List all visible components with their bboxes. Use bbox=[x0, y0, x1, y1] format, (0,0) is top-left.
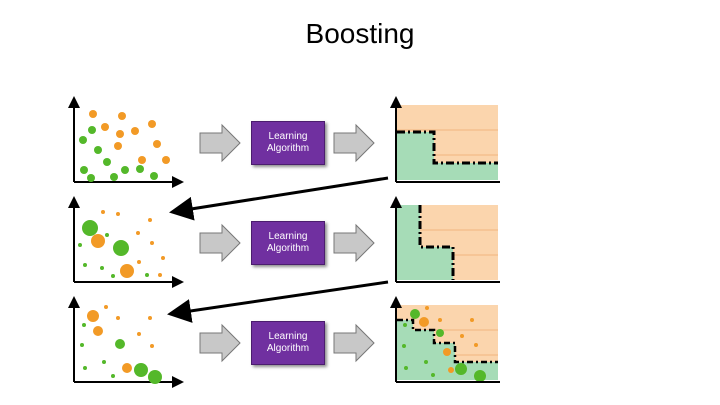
classifier-plot-1 bbox=[390, 96, 500, 183]
process-arrow-1b bbox=[333, 123, 375, 163]
learning-algorithm-line1: Learning bbox=[268, 131, 308, 142]
training-data-plot-3 bbox=[68, 296, 184, 388]
learning-algorithm-line1: Learning bbox=[268, 231, 308, 242]
process-arrow-3a bbox=[199, 323, 241, 363]
fruit-points-2 bbox=[78, 210, 165, 278]
classifier-fruit-points-3 bbox=[402, 306, 486, 382]
learning-algorithm-box-2: Learning Algorithm bbox=[251, 221, 325, 265]
process-arrow-1a bbox=[199, 123, 241, 163]
learning-algorithm-line2: Algorithm bbox=[266, 343, 310, 354]
learning-algorithm-box-3: Learning Algorithm bbox=[251, 321, 325, 365]
feedback-arrow-2 bbox=[167, 280, 389, 323]
learning-algorithm-box-1: Learning Algorithm bbox=[251, 121, 325, 165]
training-data-plot-2 bbox=[68, 196, 184, 288]
fruit-points-3 bbox=[80, 305, 162, 384]
process-arrow-3b bbox=[333, 323, 375, 363]
process-arrow-2a bbox=[199, 223, 241, 263]
learning-algorithm-line2: Algorithm bbox=[266, 243, 310, 254]
learning-algorithm-line2: Algorithm bbox=[266, 143, 310, 154]
classifier-plot-2 bbox=[390, 196, 500, 283]
training-data-plot-1 bbox=[68, 96, 184, 188]
slide-title: Boosting bbox=[305, 18, 415, 49]
learning-algorithm-line1: Learning bbox=[268, 331, 308, 342]
classifier-plot-3 bbox=[390, 296, 500, 383]
process-arrow-2b bbox=[333, 223, 375, 263]
feedback-arrow-1 bbox=[169, 176, 389, 221]
fruit-points-1 bbox=[79, 110, 170, 182]
